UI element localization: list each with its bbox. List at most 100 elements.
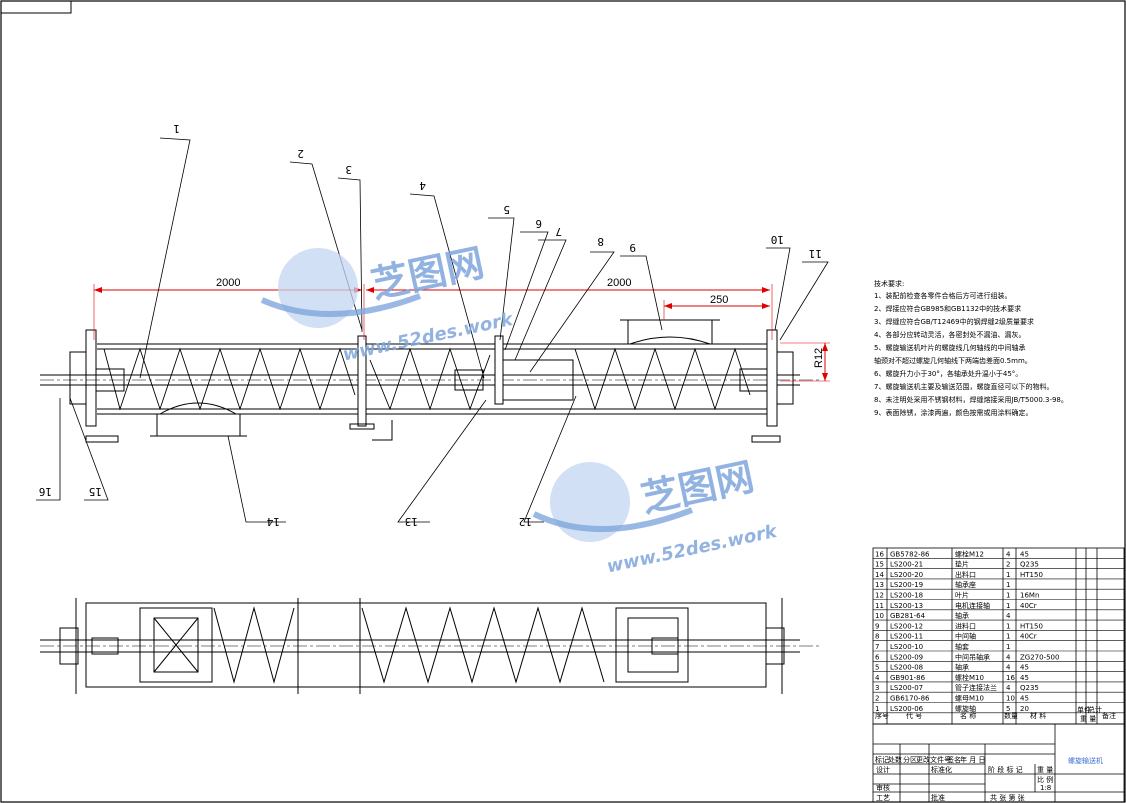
bom-cell-code: LS200-09 <box>890 653 923 661</box>
bom-cell-mat: 40Cr <box>1020 602 1037 610</box>
watermark-bottom: 芝图网 www.52des.work <box>532 454 780 577</box>
title-block-sheets: 共 张 第 张 <box>990 793 1025 802</box>
corner-tag <box>0 0 72 14</box>
dim-left: 2000 <box>216 277 240 289</box>
bom-cell-name: 轴套 <box>955 642 969 651</box>
bom-cell-name: 螺栓M12 <box>955 549 984 558</box>
bom-cell-qty: 1 <box>1006 571 1010 579</box>
tech-req-line: 8、未注明处采用不锈钢材料，焊缝熔接采用JB/T5000.3-98。 <box>874 395 1068 404</box>
plan-view <box>40 598 820 694</box>
screw-flights <box>103 347 751 411</box>
bom-cell-qty: 1 <box>1006 622 1010 630</box>
bom-header-total-weight: 总计 <box>1088 705 1102 714</box>
bom-cell-name: 轴承 <box>955 663 969 672</box>
bom-cell-code: GB6170-86 <box>890 695 930 703</box>
bom-header-name: 名 称 <box>960 711 976 720</box>
watermark-globe-icon <box>550 462 630 542</box>
balloon-12: 12 <box>519 515 532 528</box>
balloon-13: 13 <box>405 515 418 528</box>
bom-cell-mat: 40Cr <box>1020 633 1037 641</box>
bom-cell-no: 3 <box>875 684 879 692</box>
bom-cell-name: 螺栓M10 <box>955 673 984 682</box>
bom-cell-name: 垫片 <box>955 560 969 569</box>
tech-req-line: 轴颈对不超过螺旋几何轴线下两端齿差面0.5mm。 <box>874 356 1032 365</box>
watermark-brand: 芝图网 <box>367 240 488 307</box>
bom-cell-no: 16 <box>875 550 884 558</box>
bom-cell-no: 10 <box>875 612 884 620</box>
tech-req-line: 2、焊接应符合GB985和GB1132中的技术要求 <box>874 304 1021 313</box>
bom-cell-name: 叶片 <box>955 591 969 600</box>
bom-cell-no: 15 <box>875 561 884 569</box>
bom-cell-qty: 4 <box>1006 684 1011 692</box>
bom-header-weight: 重 量 <box>1080 715 1096 723</box>
watermark-brand: 芝图网 <box>637 454 758 521</box>
bill-of-materials <box>872 547 1125 725</box>
title-block-standardization: 标准化 <box>931 765 952 774</box>
bom-cell-name: 螺旋轴 <box>955 704 976 713</box>
balloon-labels: 1 2 3 4 5 6 7 8 9 10 11 12 13 14 15 16 <box>39 122 822 528</box>
technical-requirements: 技术要求: 1、装配前检查各零件合格后方可进行组装。 2、焊接应符合GB985和… <box>874 279 1068 417</box>
bom-cell-qty: 1 <box>1006 592 1010 600</box>
tech-req-line: 6、螺旋升力小于30°，各轴承处升温小于45°。 <box>874 369 1022 378</box>
bom-cell-qty: 1 <box>1006 643 1010 651</box>
dim-r: R12 <box>813 348 825 368</box>
bom-cell-qty: 4 <box>1006 653 1011 661</box>
dim-250: 250 <box>710 294 728 306</box>
bom-cell-code: LS200-07 <box>890 684 923 692</box>
section-view <box>40 319 820 443</box>
title-block-reviewer: 审核 <box>876 783 890 792</box>
bom-cell-name: 轴承座 <box>955 580 976 589</box>
balloon-14: 14 <box>266 515 280 528</box>
balloon-6: 6 <box>535 217 542 230</box>
balloon-16: 16 <box>39 485 52 498</box>
bom-cell-qty: 4 <box>1006 664 1011 672</box>
bom-cell-qty: 2 <box>1006 561 1010 569</box>
title-block-label: 年 月 日 <box>960 755 985 764</box>
title-block-designer: 设计 <box>876 765 890 774</box>
bom-header-code: 代 号 <box>906 711 922 720</box>
balloon-15: 15 <box>89 485 102 498</box>
title-block-label: 分区 <box>903 755 917 764</box>
bom-cell-code: LS200-20 <box>890 571 923 579</box>
title-block-scale: 1:8 <box>1040 784 1051 792</box>
title-block-label: 标记 <box>875 755 889 764</box>
bom-cell-no: 7 <box>875 643 879 651</box>
bom-cell-mat: ZG270-500 <box>1020 653 1059 661</box>
bom-cell-code: LS200-11 <box>890 633 923 641</box>
bom-cell-no: 14 <box>875 571 884 579</box>
title-block-label: 处数 <box>888 755 902 764</box>
title-block <box>872 723 1125 803</box>
bom-cell-code: LS200-08 <box>890 664 923 672</box>
balloon-1: 1 <box>173 122 180 135</box>
bom-cell-no: 6 <box>875 653 880 661</box>
bom-cell-code: GB901-86 <box>890 674 926 682</box>
title-block-text: 标记 处数 分区 更改文件号 签名 年 月 日 设计 审核 工艺 标准化 批准 … <box>875 755 1103 802</box>
bom-cell-name: 管子连接法兰 <box>955 683 997 692</box>
title-block-label: 更改文件号 <box>916 755 951 764</box>
bom-cell-mat: Q235 <box>1020 561 1039 569</box>
bom-cell-qty: 16 <box>1006 674 1015 682</box>
bom-cell-no: 13 <box>875 581 884 589</box>
bom-cell-code: LS200-12 <box>890 622 923 630</box>
bom-cell-no: 5 <box>875 664 879 672</box>
title-block-stage: 阶 段 标 记 <box>988 765 1023 774</box>
balloon-3: 3 <box>345 163 352 176</box>
balloon-11: 11 <box>809 247 822 260</box>
bom-header-no: 序号 <box>875 711 889 720</box>
bom-cell-name: 螺母M10 <box>955 694 984 703</box>
bom-header-note: 备注 <box>1102 711 1116 720</box>
balloon-8: 8 <box>597 235 604 248</box>
bom-cell-mat: HT150 <box>1020 622 1043 630</box>
bom-cell-mat: HT150 <box>1020 571 1043 579</box>
balloon-2: 2 <box>297 147 304 160</box>
balloon-7: 7 <box>555 225 562 238</box>
bom-cell-mat: 45 <box>1020 664 1029 672</box>
tech-req-title: 技术要求: <box>874 279 904 288</box>
bom-cell-no: 9 <box>875 622 879 630</box>
balloon-5: 5 <box>503 203 510 216</box>
balloon-10: 10 <box>771 233 784 246</box>
tech-req-line: 4、各部分应转动灵活，各密封处不漏油、漏灰。 <box>874 330 1025 339</box>
